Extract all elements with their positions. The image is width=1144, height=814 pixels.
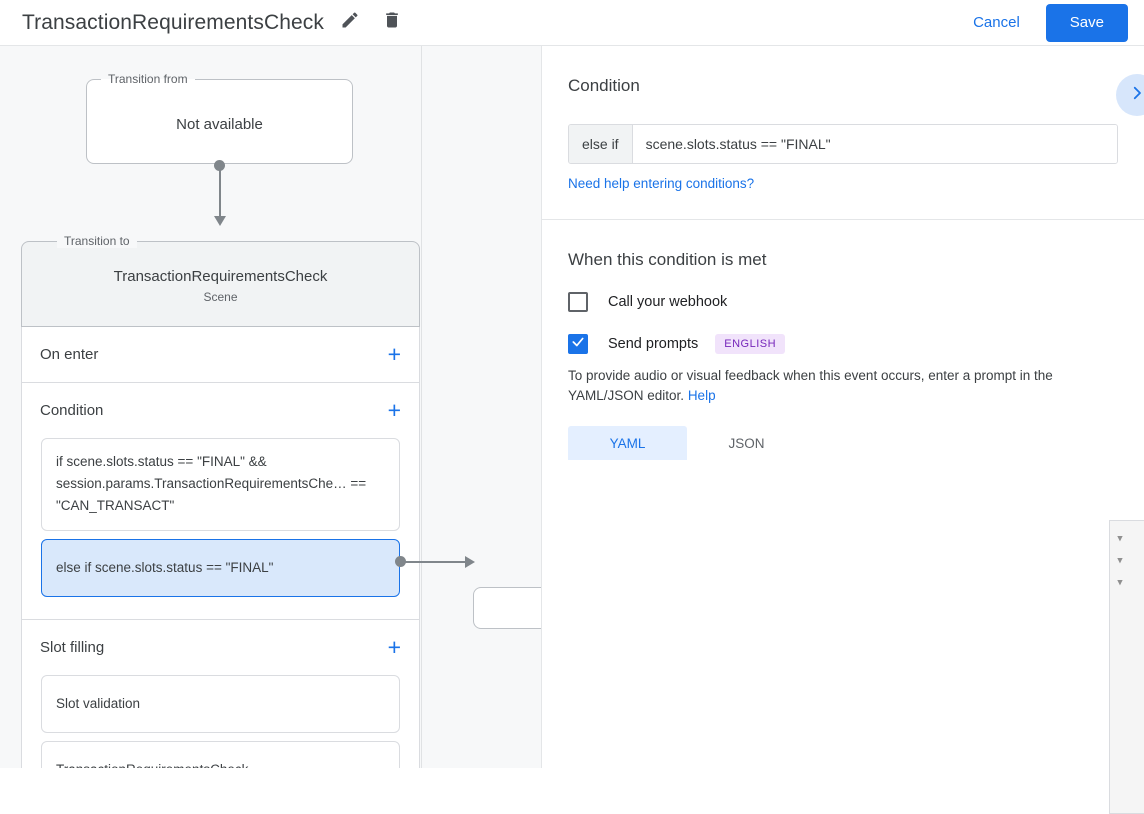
condition-item[interactable]: if scene.slots.status == "FINAL" && sess… xyxy=(41,438,400,531)
editor-format-tabs: YAML JSON xyxy=(568,426,1118,460)
transition-to-subtitle: Scene xyxy=(203,290,238,304)
transition-from-label: Not available xyxy=(176,116,263,133)
chevron-right-icon xyxy=(1128,84,1144,107)
transition-to-title: TransactionRequirementsCheck xyxy=(113,268,328,285)
condition-section: Condition else if Need help entering con… xyxy=(542,46,1144,220)
graph-guide-line xyxy=(421,46,422,768)
transition-to-header: Transition to TransactionRequirementsChe… xyxy=(21,234,420,327)
transition-from-legend: Transition from xyxy=(108,72,188,86)
edge-arrow-down xyxy=(214,216,226,226)
call-webhook-checkbox[interactable] xyxy=(568,292,588,312)
cancel-button[interactable]: Cancel xyxy=(959,6,1034,39)
section-condition-header: Condition + xyxy=(22,383,419,438)
condition-item-selected[interactable]: else if scene.slots.status == "FINAL" xyxy=(41,539,400,597)
prompts-hint-text: To provide audio or visual feedback when… xyxy=(568,368,1053,403)
pencil-icon xyxy=(340,10,360,35)
section-slot-filling-title: Slot filling xyxy=(40,639,105,656)
condition-help-link[interactable]: Need help entering conditions? xyxy=(568,176,755,191)
transition-to-node[interactable]: Transition to TransactionRequirementsChe… xyxy=(21,234,420,768)
checkmark-icon xyxy=(571,335,585,354)
delete-button[interactable] xyxy=(376,7,408,39)
section-on-enter: On enter + xyxy=(21,327,420,383)
condition-input-row[interactable]: else if xyxy=(568,124,1118,164)
section-slot-filling-body: Slot validation TransactionRequirementsC… xyxy=(22,675,419,768)
add-on-enter-button[interactable]: + xyxy=(387,341,401,367)
add-condition-button[interactable]: + xyxy=(387,397,401,423)
save-button[interactable]: Save xyxy=(1045,3,1128,42)
slot-filling-item[interactable]: TransactionRequirementsCheck xyxy=(41,741,400,768)
add-slot-filling-button[interactable]: + xyxy=(387,634,401,660)
edge-vertical-line xyxy=(219,166,221,218)
details-panel: Condition else if Need help entering con… xyxy=(541,46,1144,814)
condition-heading: Condition xyxy=(568,76,640,95)
line-number: 4 xyxy=(1130,594,1144,616)
target-node-stub[interactable] xyxy=(473,587,541,629)
edge-out-arrow xyxy=(465,556,475,568)
expand-panel-button[interactable] xyxy=(1116,74,1144,116)
section-slot-filling: Slot filling + Slot validation Transacti… xyxy=(21,620,420,768)
edge-out-dot xyxy=(395,556,406,567)
fold-toggle[interactable]: ▼ xyxy=(1117,534,1123,544)
line-number: 5 xyxy=(1130,616,1144,638)
prompts-help-link[interactable]: Help xyxy=(687,388,716,403)
code-editor[interactable]: ▼ ▼ ▼ 1 2 3 4 5 candidates: - first_simp… xyxy=(1109,520,1144,814)
tab-yaml[interactable]: YAML xyxy=(568,426,687,460)
section-condition-title: Condition xyxy=(40,402,104,419)
line-number: 1 xyxy=(1130,528,1144,550)
section-on-enter-title: On enter xyxy=(40,346,99,363)
editor-line-numbers: 1 2 3 4 5 xyxy=(1130,521,1144,813)
flow-graph-canvas[interactable]: Transition from Not available Transition… xyxy=(0,46,541,768)
line-number: 3 xyxy=(1130,572,1144,594)
trash-icon xyxy=(382,10,402,35)
webhook-row: Call your webhook xyxy=(568,292,1118,312)
language-badge: ENGLISH xyxy=(715,334,786,354)
section-divider xyxy=(542,219,1144,220)
page-title: TransactionRequirementsCheck xyxy=(22,10,324,34)
fold-toggle[interactable]: ▼ xyxy=(1117,578,1123,588)
edit-title-button[interactable] xyxy=(334,7,366,39)
transition-from-node[interactable]: Transition from Not available xyxy=(86,72,353,164)
section-slot-filling-header: Slot filling + xyxy=(22,620,419,675)
header-actions: Cancel Save xyxy=(959,3,1144,42)
fold-toggle[interactable]: ▼ xyxy=(1117,556,1123,566)
app-header: TransactionRequirementsCheck Cancel Save xyxy=(0,0,1144,46)
section-condition: Condition + if scene.slots.status == "FI… xyxy=(21,383,420,620)
call-webhook-label: Call your webhook xyxy=(608,294,728,310)
line-number: 2 xyxy=(1130,550,1144,572)
condition-prefix-label: else if xyxy=(569,125,633,163)
prompts-hint: To provide audio or visual feedback when… xyxy=(568,366,1118,406)
tab-json[interactable]: JSON xyxy=(728,435,765,451)
transition-to-legend: Transition to xyxy=(57,234,137,248)
section-condition-body: if scene.slots.status == "FINAL" && sess… xyxy=(22,438,419,619)
edge-out-line xyxy=(401,561,467,563)
section-on-enter-header: On enter + xyxy=(22,327,419,382)
slot-filling-item[interactable]: Slot validation xyxy=(41,675,400,733)
send-prompts-row: Send prompts ENGLISH xyxy=(568,334,1118,354)
fold-toggle-empty xyxy=(1110,594,1130,616)
send-prompts-label: Send prompts xyxy=(608,336,699,352)
edge-source-dot xyxy=(214,160,225,171)
fold-toggle-empty xyxy=(1110,616,1130,638)
send-prompts-checkbox[interactable] xyxy=(568,334,588,354)
condition-expression-input[interactable] xyxy=(632,125,1117,163)
when-condition-met-section: When this condition is met Call your web… xyxy=(542,220,1144,460)
editor-fold-column: ▼ ▼ ▼ xyxy=(1110,521,1130,813)
when-met-heading: When this condition is met xyxy=(568,250,767,269)
